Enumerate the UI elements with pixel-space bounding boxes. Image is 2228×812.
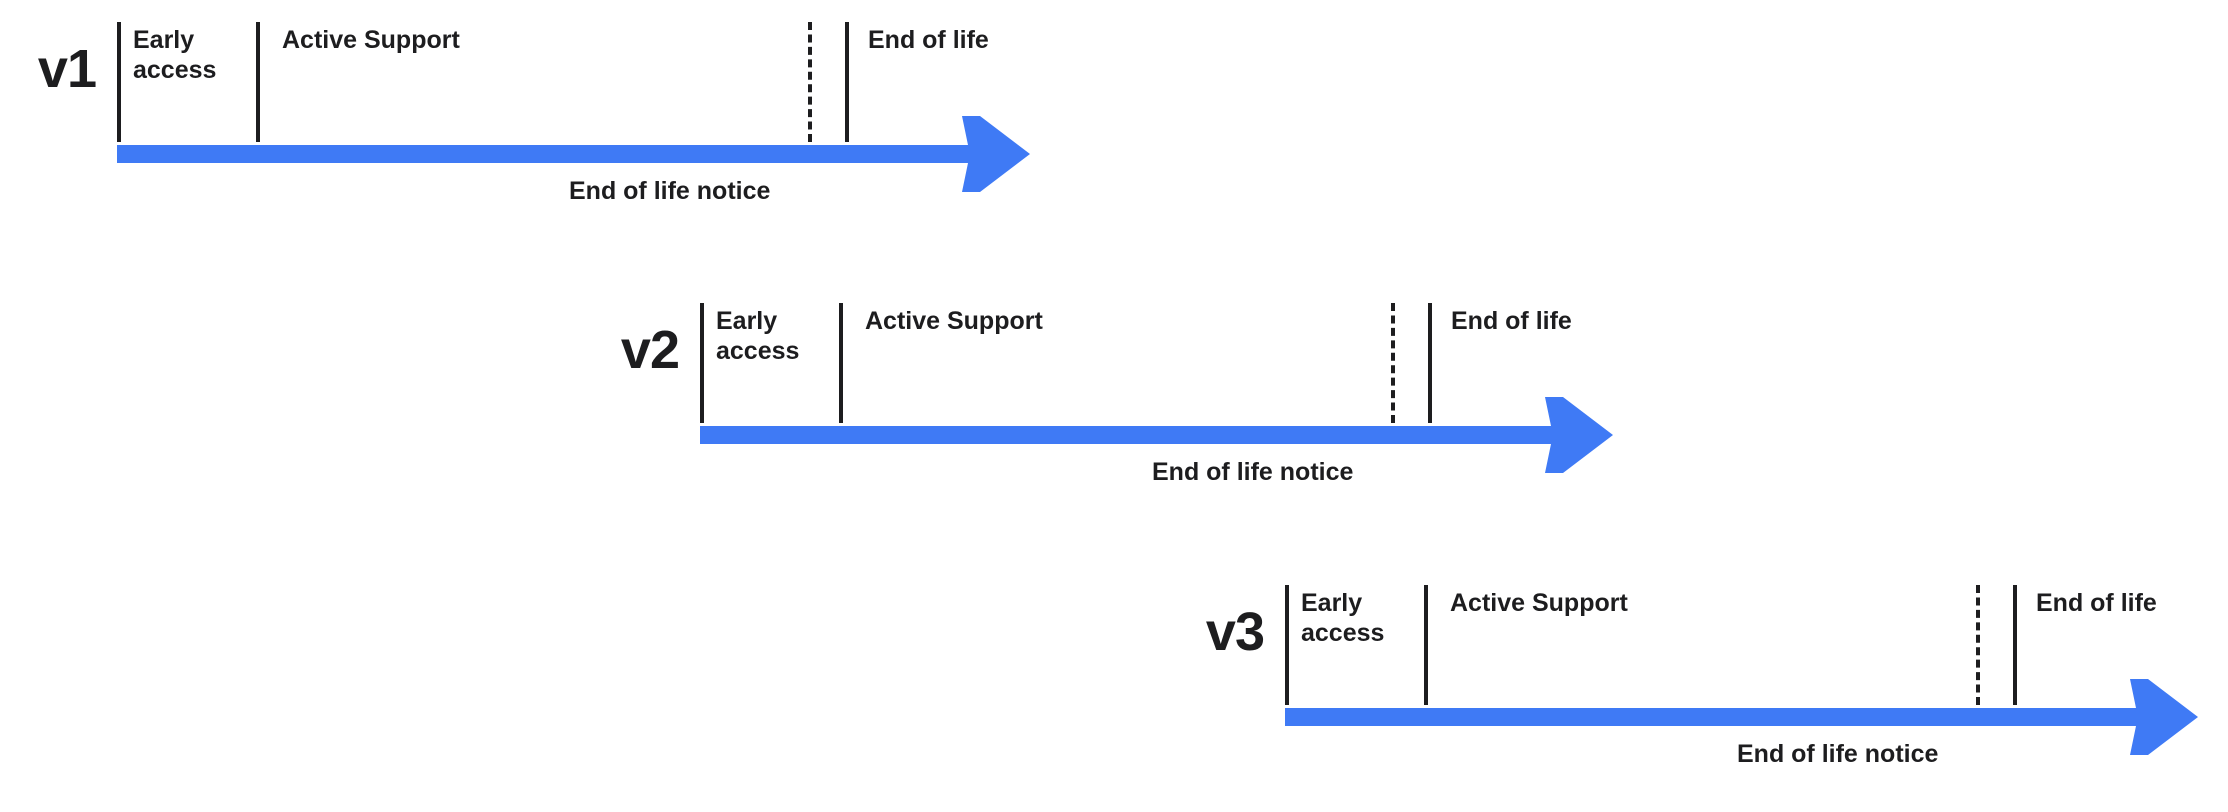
phase-label-end-of-life: End of life [868,26,989,54]
divider-early-access-start [1285,585,1289,705]
phase-label-end-of-life: End of life [1451,307,1572,335]
end-of-life-notice-caption: End of life notice [1737,740,1939,768]
divider-active-support-start [839,303,843,423]
version-label-v1: v1 [37,39,97,99]
phase-label-active-support: Active Support [1450,589,1628,617]
timeline-arrow-icon [700,397,1613,473]
phase-label-end-of-life: End of life [2036,589,2157,617]
phase-label-early-access: Early access [133,26,217,84]
phase-label-early-access: Early access [1301,589,1385,647]
timeline-arrow [1285,677,2198,757]
divider-end-of-life-notice-dashed [1976,585,1980,705]
arrow-shape [1285,679,2198,755]
divider-early-access-start [700,303,704,423]
divider-end-of-life-notice-dashed [1391,303,1395,423]
phase-label-active-support: Active Support [282,26,460,54]
divider-active-support-start [256,22,260,142]
divider-end-of-life-start [1428,303,1432,423]
arrow-shape [117,116,1030,192]
arrow-shape [700,397,1613,473]
divider-end-of-life-start [2013,585,2017,705]
timeline-arrow [700,395,1613,475]
phase-label-active-support: Active Support [865,307,1043,335]
version-label-v3: v3 [1205,602,1265,662]
timeline-arrow-icon [1285,679,2198,755]
timeline-arrow-icon [117,116,1030,192]
divider-early-access-start [117,22,121,142]
end-of-life-notice-caption: End of life notice [569,177,771,205]
timeline-arrow [117,114,1030,194]
divider-end-of-life-notice-dashed [808,22,812,142]
divider-active-support-start [1424,585,1428,705]
version-label-v2: v2 [620,320,680,380]
phase-label-early-access: Early access [716,307,800,365]
end-of-life-notice-caption: End of life notice [1152,458,1354,486]
divider-end-of-life-start [845,22,849,142]
